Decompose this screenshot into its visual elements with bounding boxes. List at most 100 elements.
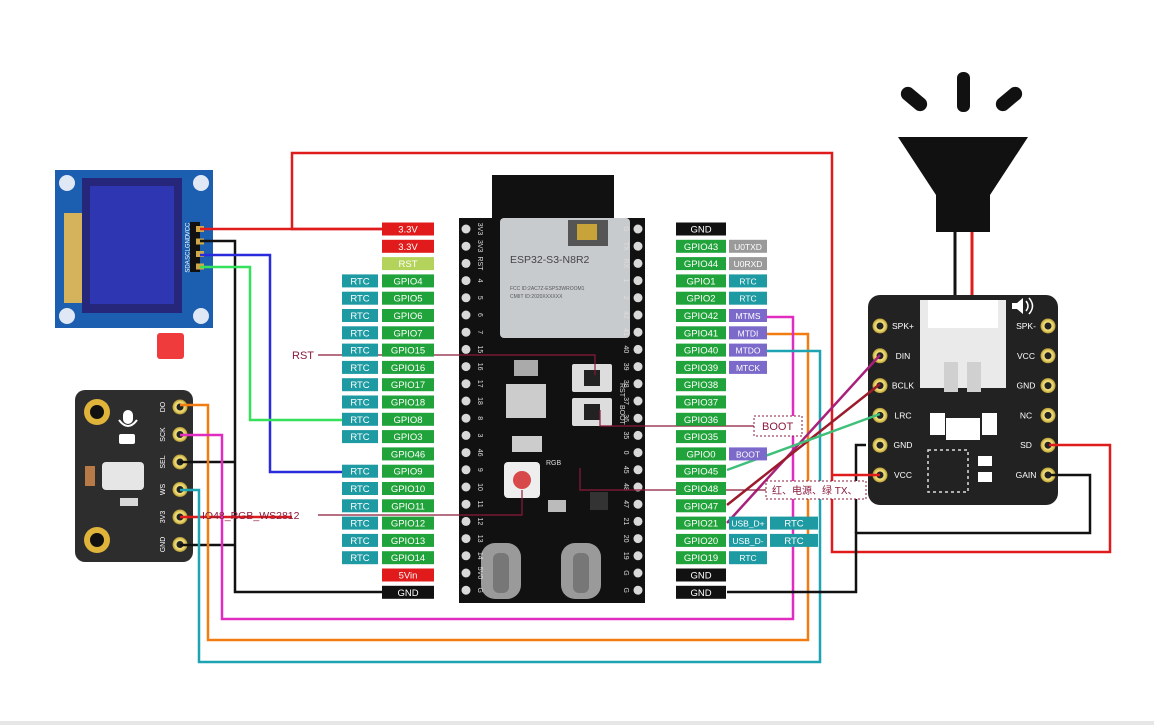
silk-label: 1 bbox=[622, 279, 629, 283]
function-label: RTC bbox=[739, 294, 756, 304]
amplifier-module bbox=[868, 295, 1058, 505]
left-pin-row: GPIO46 bbox=[382, 447, 434, 461]
header-pin bbox=[461, 499, 471, 509]
function-label: MTDI bbox=[738, 328, 759, 338]
gpio-label: GPIO41 bbox=[684, 328, 718, 339]
gpio-badge bbox=[382, 395, 434, 409]
header-pin bbox=[461, 310, 471, 320]
mic-pin-label: SEL bbox=[160, 455, 167, 468]
function-badge bbox=[729, 447, 767, 461]
gpio-label: GPIO20 bbox=[684, 536, 718, 547]
gpio-badge bbox=[676, 291, 726, 305]
gpio-label: GPIO4 bbox=[393, 276, 422, 287]
module-cmiit: CMIIT ID:2020XXXXXX bbox=[510, 294, 563, 300]
module-name: ESP32-S3-N8R2 bbox=[510, 254, 590, 266]
gpio-label: GPIO45 bbox=[684, 467, 718, 478]
gpio-label: GPIO2 bbox=[686, 294, 715, 305]
header-pin bbox=[633, 396, 643, 406]
microphone-module bbox=[75, 390, 193, 562]
silk-label: RST bbox=[476, 256, 483, 271]
gpio-badge bbox=[676, 533, 726, 547]
right-pin-row: GPIO47 bbox=[676, 499, 726, 513]
wire-oled-gnd bbox=[200, 239, 383, 594]
wire-amp-bclk bbox=[726, 383, 881, 506]
gpio-label: GPIO8 bbox=[393, 415, 422, 426]
gpio-label: 3.3V bbox=[398, 225, 418, 236]
gpio-label: GPIO13 bbox=[391, 536, 425, 547]
gpio-badge bbox=[382, 326, 434, 340]
chinese-annotation: 红、电源、绿 TX、 bbox=[772, 484, 858, 497]
header-pin bbox=[633, 310, 643, 320]
rtc-badge bbox=[342, 551, 378, 565]
rtc-label: RTC bbox=[350, 519, 369, 530]
header-pin bbox=[461, 482, 471, 492]
function-label: USB_D+ bbox=[731, 519, 764, 529]
rtc-badge bbox=[342, 343, 378, 357]
silk-label: 20 bbox=[622, 535, 629, 543]
amp-pin-label: BCLK bbox=[892, 381, 915, 391]
header-pin bbox=[461, 585, 471, 595]
wire-amp-gnd2 bbox=[854, 443, 866, 533]
header-pin bbox=[633, 568, 643, 578]
header-pin bbox=[633, 465, 643, 475]
gpio-label: GPIO44 bbox=[684, 259, 718, 270]
module-fcc: FCC ID:2AC7Z-ESPS3WROOM1 bbox=[510, 286, 585, 292]
gpio-badge bbox=[382, 585, 434, 599]
header-pin bbox=[461, 516, 471, 526]
mic-pin-label: SCK bbox=[160, 427, 167, 442]
silk-label: 8 bbox=[476, 416, 483, 420]
silk-label: 38 bbox=[622, 380, 629, 388]
gpio-label: GPIO39 bbox=[684, 363, 718, 374]
rtc-label: RTC bbox=[350, 363, 369, 374]
mic-pin-label: 3V3 bbox=[160, 511, 167, 524]
header-pin bbox=[461, 224, 471, 234]
gpio-badge bbox=[382, 516, 434, 530]
rtc-label: RTC bbox=[350, 294, 369, 305]
header-pin bbox=[461, 258, 471, 268]
rtc-label: RTC bbox=[350, 380, 369, 391]
silk-label: 2 bbox=[622, 296, 629, 300]
gpio-label: GPIO9 bbox=[393, 467, 422, 478]
gpio-label: GPIO38 bbox=[684, 380, 718, 391]
gpio-label: GPIO42 bbox=[684, 311, 718, 322]
gpio-label: GPIO7 bbox=[393, 328, 422, 339]
gpio-label: GPIO35 bbox=[684, 432, 718, 443]
bottom-divider bbox=[0, 721, 1154, 725]
right-pin-row: GPIO45 bbox=[676, 464, 726, 478]
function-badge bbox=[729, 257, 767, 271]
rtc-label: RTC bbox=[350, 346, 369, 357]
right-pin-row: GPIO48 bbox=[676, 482, 726, 495]
gpio-badge bbox=[382, 360, 434, 374]
gpio-label: GND bbox=[690, 225, 711, 236]
gpio-badge bbox=[382, 568, 434, 582]
gpio-label: GPIO11 bbox=[391, 501, 425, 512]
gpio-badge bbox=[676, 568, 726, 582]
right-pin-row: GPIO36 bbox=[676, 412, 726, 426]
silk-label: 16 bbox=[476, 363, 483, 371]
silk-label: G bbox=[622, 570, 629, 575]
right-pin-row: GPIO41 MTDI bbox=[676, 326, 767, 340]
silk-label: 45 bbox=[622, 466, 629, 474]
amp-pin-label: VCC bbox=[1017, 351, 1035, 361]
silk-label: 3V3 bbox=[476, 223, 483, 236]
header-pin bbox=[461, 430, 471, 440]
function-badge bbox=[729, 274, 767, 288]
rtc-badge bbox=[342, 499, 378, 513]
silk-label: 12 bbox=[476, 518, 483, 526]
oled-pin-label: SCL bbox=[186, 248, 192, 260]
left-pin-row: RST bbox=[382, 257, 434, 271]
right-pin-row: GND bbox=[676, 585, 726, 599]
gpio-badge bbox=[382, 239, 434, 253]
gpio-badge bbox=[382, 430, 434, 444]
